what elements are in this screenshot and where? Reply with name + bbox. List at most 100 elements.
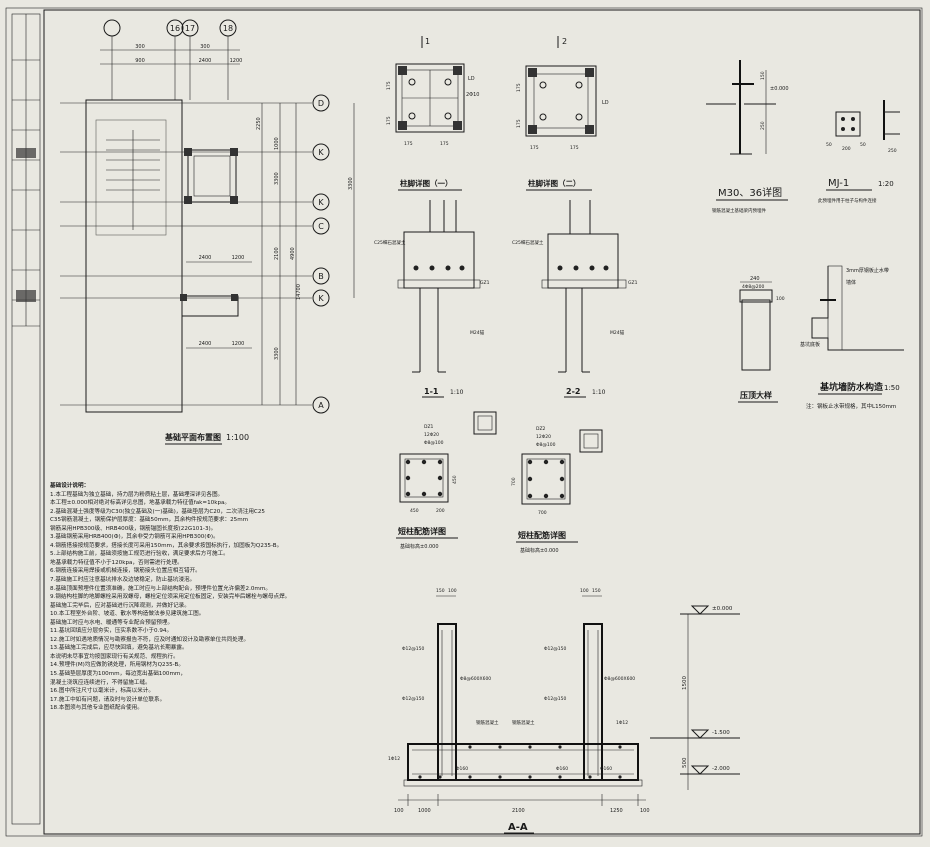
inner-frame xyxy=(43,9,921,835)
m-detail: 150 250 ±0.000 M30、36详图 钢筋混凝土基础梁内预埋件 xyxy=(706,60,789,214)
notes-line: 17.施工中如有问题，请及时与设计单位联系。 xyxy=(50,696,166,703)
sc2-label-2: 12Φ20 xyxy=(536,434,551,440)
sc2-dim-2: 700 xyxy=(511,477,517,486)
notes-line: 1.本工程基础为独立基础，持力层为粉质粘土层，基础埋深详见各图。 xyxy=(50,491,224,498)
aa-rebar-11: Φ160 xyxy=(456,766,468,772)
wp-scale: 1:50 xyxy=(884,384,900,392)
cut-marker-2: 2 xyxy=(562,37,567,46)
sc1-label-2: 12Φ20 xyxy=(424,432,439,438)
notes-line: 9.钢结构柱脚的地脚螺栓采用双螺母，螺栓定位须采用定位板固定，安装完毕后螺栓与螺… xyxy=(50,594,291,601)
cd1-dim-1: 175 xyxy=(404,141,413,147)
cd1-dim-4: 175 xyxy=(386,116,392,125)
axis-right-5: B xyxy=(318,272,324,281)
aa-rebar-7: 1Φ12 xyxy=(388,756,400,762)
level-3: -2.000 xyxy=(712,766,730,772)
s22-title: 2-2 xyxy=(566,387,580,396)
s11-label-3: M24锚 xyxy=(470,329,485,336)
cd2-title: 柱脚详图（二） xyxy=(528,178,581,188)
aa-title: A-A xyxy=(508,822,528,833)
press-top-detail: 240 100 4Φ8@200 压顶大样 xyxy=(738,276,785,403)
sc1-sub: 基础标高±0.000 xyxy=(400,543,439,550)
notes-line: 3.基础钢筋采用HRB400(Ф)，其余非受力钢筋可采用HPB300(Φ)。 xyxy=(50,534,219,541)
axis-right-6: K xyxy=(318,294,324,303)
m-note: 钢筋混凝土基础梁内预埋件 xyxy=(712,207,766,214)
axis-label-17: 17 xyxy=(185,24,195,33)
press-dim-1: 240 xyxy=(750,276,760,282)
dim-mid-4: 1200 xyxy=(232,341,245,347)
title-block-strip xyxy=(11,13,41,825)
cd2-dim-4: 175 xyxy=(516,119,522,128)
design-notes: 基础设计说明： 1.本工程基础为独立基础，持力层为粉质粘土层，基础埋深详见各图。… xyxy=(50,482,390,713)
notes-line: 本工程±0.000相对绝对标高详见总图，地基承载力特征值fak=10kpa。 xyxy=(50,500,231,507)
notes-line: 12.施工时如遇地质情况与勘察报告不符，应及时通知设计及勘察单位共同处理。 xyxy=(50,636,250,643)
dim-top-4: 2400 xyxy=(199,58,212,64)
dim-top-5: 1200 xyxy=(230,58,243,64)
dim-right-1: 2250 xyxy=(256,117,262,130)
level-markers: ±0.000 -1.500 -2.000 1500 500 xyxy=(650,605,740,790)
dim-right-7: 3300 xyxy=(348,177,354,190)
aa-rebar-3: Φ12@150 xyxy=(544,646,566,652)
cd1-label-1: LD xyxy=(468,76,475,82)
notes-line: 18.本图须与其他专业图纸配合使用。 xyxy=(50,705,143,712)
section-2-2: C25细石混凝土 GZ1 M24锚 2-2 1:10 xyxy=(512,200,638,398)
dim-right-3: 3300 xyxy=(274,172,280,185)
mj1-dim-2: 200 xyxy=(842,146,851,152)
notes-line: C35钢筋混凝土，钢筋保护层厚度：基础50mm，其余构件按规范要求：25mm xyxy=(50,517,249,524)
notes-line: 7.基础施工时应注意基坑排水及边坡稳定，防止基坑浸泡。 xyxy=(50,577,196,584)
m-dim-2: 250 xyxy=(760,121,766,130)
aa-rebar-13: Φ160 xyxy=(600,766,612,772)
short-column-1: DZ1 12Φ20 Φ8@100 450 200 450 短柱配筋详图 基础标高… xyxy=(396,411,497,550)
sc1-dim-3: 450 xyxy=(452,475,458,484)
axis-right-1: D xyxy=(318,99,324,108)
level-2: -1.500 xyxy=(712,730,730,736)
dim-top-1: 300 xyxy=(135,44,145,50)
aa-rebar-9: 钢筋混凝土 xyxy=(476,719,499,726)
cd2-dim-2: 175 xyxy=(570,145,579,151)
notes-line: 8.基础顶面预埋件位置须准确，施工时应与上部结构配合，预埋件位置允许偏差2.0m… xyxy=(50,585,271,592)
cd1-dim-2: 175 xyxy=(440,141,449,147)
aa-dim-b-5: 100 xyxy=(640,808,650,814)
aa-rebar-4: Φ12@150 xyxy=(544,696,566,702)
cd2-dim-3: 175 xyxy=(516,83,522,92)
dim-right-6: 14700 xyxy=(296,284,302,300)
sc1-title: 短柱配筋详图 xyxy=(398,526,446,536)
dim-right-2: 1000 xyxy=(274,137,280,150)
s11-label-1: C25细石混凝土 xyxy=(374,239,406,246)
cd2-label-1: LD xyxy=(602,100,609,106)
notes-line: 地基承载力特征值不小于120kpa，否则需进行处理。 xyxy=(50,559,183,566)
aa-dim-tl-2: 100 xyxy=(448,588,457,594)
dim-top-2: 300 xyxy=(200,44,210,50)
s22-label-1: C25细石混凝土 xyxy=(512,239,544,246)
section-a-a: 150 100 100 150 Φ12@150 Φ12@150 Φ12@150 … xyxy=(388,588,650,834)
aa-rebar-8: 1Φ12 xyxy=(616,720,628,726)
wp-title: 基坑墙防水构造 xyxy=(819,381,884,393)
mj1-dim-4: 250 xyxy=(888,148,897,154)
wp-label-2: 基坑底板 xyxy=(800,341,820,348)
plan-scale: 1:100 xyxy=(226,433,249,442)
sc1-label-1: DZ1 xyxy=(424,424,434,430)
column-detail-1: 1 175 175 175 175 LD 2Φ10 柱脚详图（一） xyxy=(386,36,479,191)
mj1-detail: 50 200 50 250 MJ-1 1:20 此预埋件用于柱子与构件连接 xyxy=(818,100,900,204)
notes-line: 基础施工完毕后，应对基础进行沉降观测，并做好记录。 xyxy=(50,602,190,609)
level-1: ±0.000 xyxy=(712,606,733,612)
notes-line: 混凝土浇筑应连续进行，不得留施工缝。 xyxy=(50,679,151,686)
mj1-title: MJ-1 xyxy=(828,178,849,189)
aa-rebar-12: Φ160 xyxy=(556,766,568,772)
press-note: 4Φ8@200 xyxy=(742,284,764,290)
s11-label-2: GZ1 xyxy=(480,280,490,286)
s22-label-2: GZ1 xyxy=(628,280,638,286)
axis-bubble-left xyxy=(103,19,121,37)
hatched-foundation-area xyxy=(85,99,183,413)
notes-title: 基础设计说明： xyxy=(50,483,90,489)
dim-right-5: 4900 xyxy=(290,247,296,260)
m-level: ±0.000 xyxy=(770,86,789,92)
cut-marker-1: 1 xyxy=(425,37,430,46)
short-column-2: DZ2 12Φ20 Φ8@100 700 700 短柱配筋详图 基础标高±0.0… xyxy=(511,426,603,554)
axis-label-18: 18 xyxy=(223,24,233,33)
notes-line: 16.图中所注尺寸以毫米计，标高以米计。 xyxy=(50,688,154,695)
axis-right-7: A xyxy=(318,401,324,410)
s22-scale: 1:10 xyxy=(592,389,606,396)
notes-line: 4.钢筋搭接按规范要求，搭接长度可采用150mm，其余要求按国标执行，加固板为Q… xyxy=(50,542,283,549)
